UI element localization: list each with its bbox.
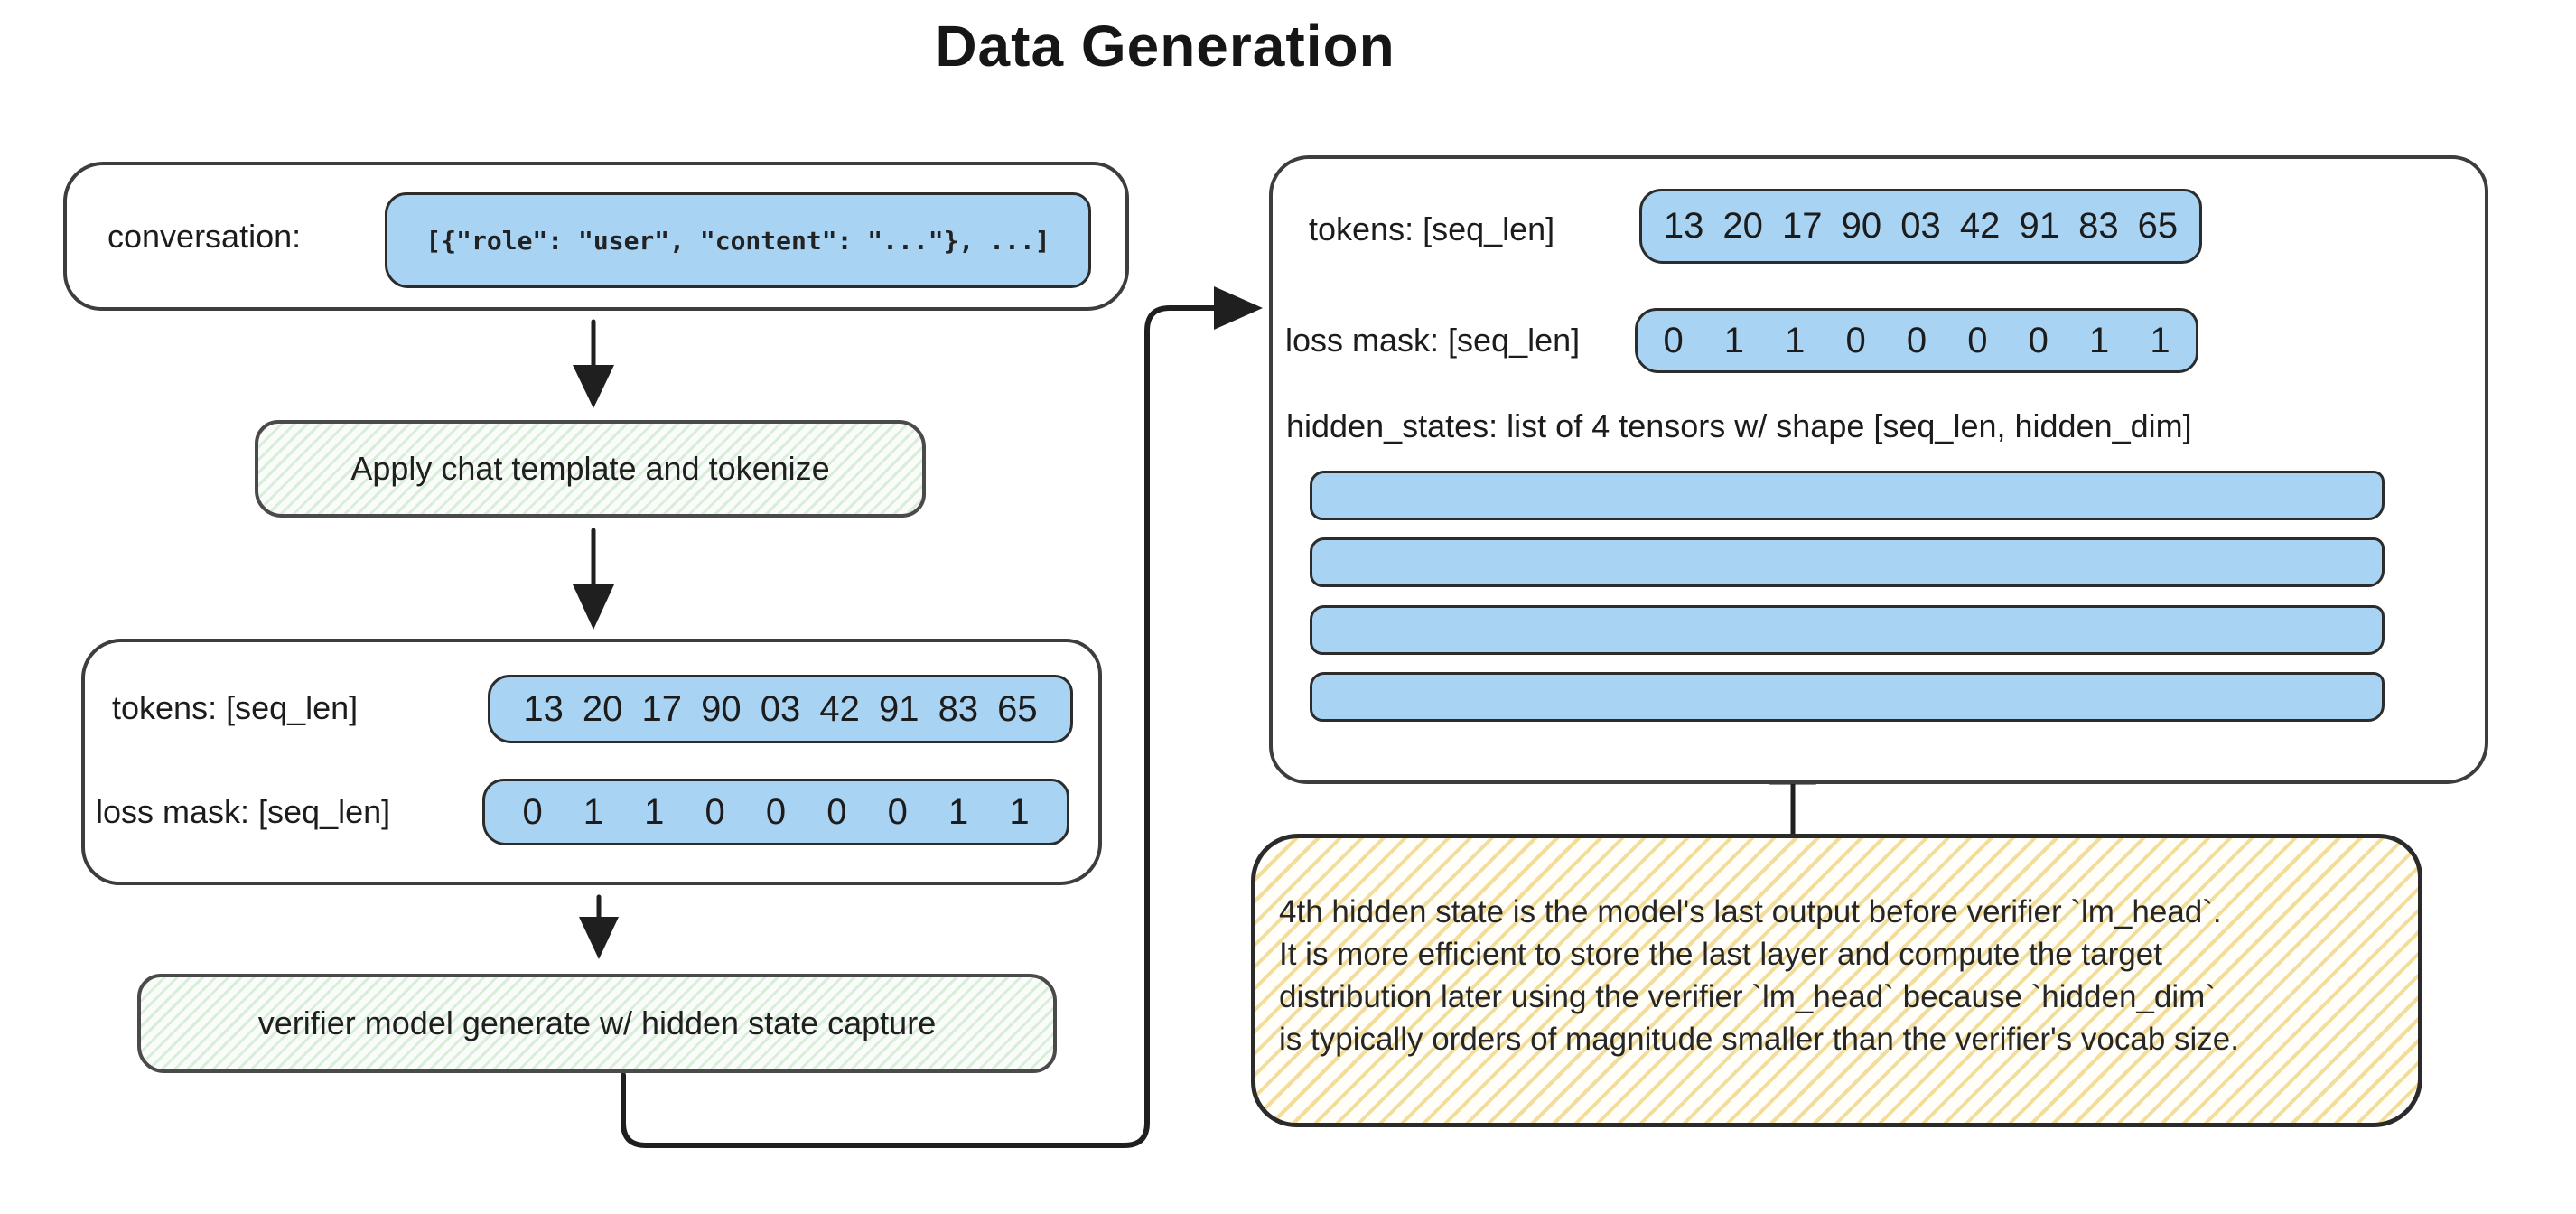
loss-mask-label: loss mask: [seq_len]	[96, 793, 391, 830]
conversation-value-pill: [{"role": "user", "content": "..."}, ...…	[385, 192, 1091, 288]
note-line: It is more efficient to store the last l…	[1279, 937, 2162, 972]
tokens-label: tokens: [seq_len]	[112, 689, 359, 726]
note-line: 4th hidden state is the model's last out…	[1279, 894, 2222, 929]
page-title: Data Generation	[935, 14, 1395, 79]
note-line: distribution later using the verifier `l…	[1279, 979, 2216, 1014]
output-loss-mask-label: loss mask: [seq_len]	[1285, 322, 1581, 359]
arrow-conversation-to-tokenize-head	[573, 365, 614, 408]
output-loss-mask-pill: 0 1 1 0 0 0 0 1 1	[1635, 308, 2198, 373]
output-tokens-pill: 13 20 17 90 03 42 91 83 65	[1639, 189, 2202, 264]
hidden-state-tensor-bar	[1310, 671, 2385, 722]
hidden-state-tensor-bar	[1310, 537, 2385, 588]
hidden-states-label: hidden_states: list of 4 tensors w/ shap…	[1286, 407, 2192, 444]
hidden-state-tensor-bar	[1310, 604, 2385, 655]
conversation-label: conversation:	[107, 217, 302, 255]
hidden-states-stack	[1310, 471, 2385, 722]
arrow-tokens-to-generate-head	[579, 917, 619, 959]
hidden-state-tensor-bar	[1310, 471, 2385, 520]
tokenized-box: tokens: [seq_len] 13 20 17 90 03 42 91 8…	[81, 639, 1102, 885]
apply-chat-template-step: Apply chat template and tokenize	[255, 420, 926, 518]
tokens-pill: 13 20 17 90 03 42 91 83 65	[488, 675, 1073, 743]
arrow-tokenize-to-tokens-head	[573, 584, 614, 630]
conversation-box: conversation: [{"role": "user", "content…	[63, 162, 1129, 311]
verifier-generate-step: verifier model generate w/ hidden state …	[137, 974, 1057, 1073]
output-tokens-label: tokens: [seq_len]	[1309, 210, 1555, 247]
note-line: is typically orders of magnitude smaller…	[1279, 1022, 2239, 1057]
loss-mask-pill: 0 1 1 0 0 0 0 1 1	[482, 779, 1069, 845]
hidden-state-note: 4th hidden state is the model's last out…	[1251, 834, 2422, 1127]
connector-generate-to-output-head	[1214, 286, 1263, 330]
